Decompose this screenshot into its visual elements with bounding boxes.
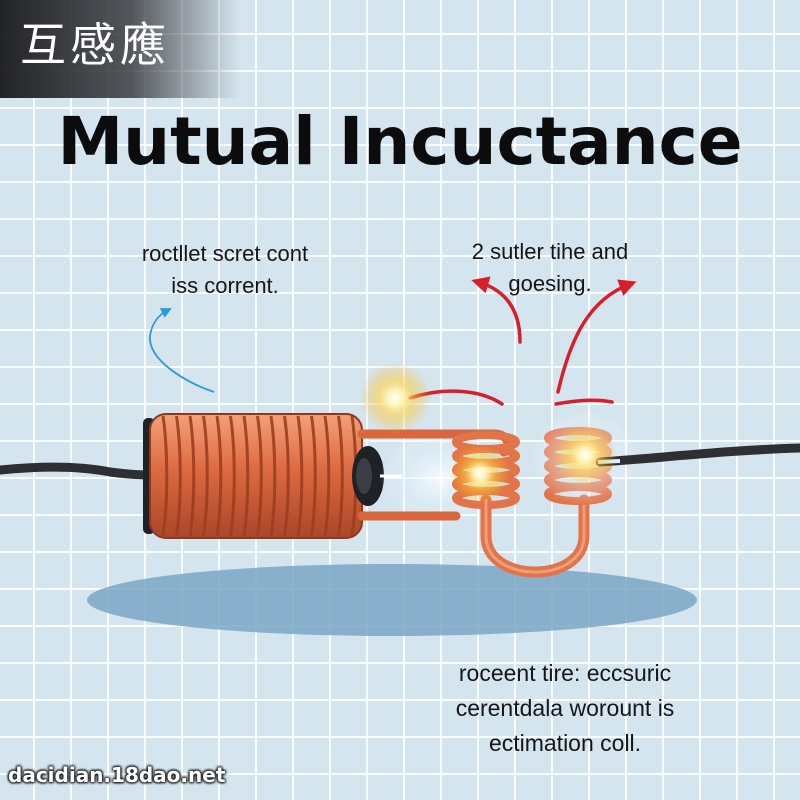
coil-turn [269, 415, 277, 537]
label-left-line-2: iss corrent. [171, 273, 279, 298]
left-cable [0, 462, 155, 480]
coil-turn [337, 415, 344, 537]
coil-turn [202, 415, 209, 537]
flux-arrow-lower-right [554, 398, 614, 406]
spark-top-left [359, 362, 431, 434]
coil-turn [215, 415, 223, 537]
coil-turn [229, 415, 236, 537]
label-left-line-1: roctllet scret cont [141, 241, 309, 266]
label-bottom-line-3: ectimation coll. [488, 730, 642, 756]
coil-turn [323, 415, 331, 537]
flux-arrows [408, 276, 637, 406]
coil-turn [242, 415, 250, 537]
header-band [0, 0, 240, 98]
flux-arrow-upper-left [471, 276, 522, 344]
label-right-line-2: goesing. [508, 271, 592, 296]
current-arrow [149, 308, 215, 393]
label-bottom-line-2: cerentdala worount is [455, 695, 675, 721]
spark-right [553, 423, 617, 487]
coil-turn [310, 415, 317, 537]
label-right: 2 sutler tihe and goesing. [440, 236, 660, 300]
chinese-title: 互感應 [20, 18, 170, 72]
label-left: roctllet scret cont iss corrent. [105, 238, 345, 302]
page-title: Mutual Incuctance [57, 103, 743, 180]
coil-turn [175, 415, 182, 537]
coil-turn [161, 415, 169, 537]
ground-shadow [87, 564, 697, 636]
coil-turn [283, 415, 290, 537]
label-bottom-line-1: roceent tire: eccsuric [458, 660, 672, 686]
coil-turn [256, 415, 263, 537]
flux-arrow-upper-right [556, 279, 637, 394]
watermark: dacidian.18dao.net [8, 763, 226, 787]
coil-turn [188, 415, 196, 537]
label-bottom: roceent tire: eccsuric cerentdala woroun… [410, 656, 720, 761]
coil-turn [296, 415, 304, 537]
sparks [359, 362, 617, 504]
primary-coil [143, 413, 384, 539]
spark-center [450, 444, 510, 504]
right-cable [595, 443, 800, 467]
label-right-line-1: 2 sutler tihe and [471, 239, 629, 264]
